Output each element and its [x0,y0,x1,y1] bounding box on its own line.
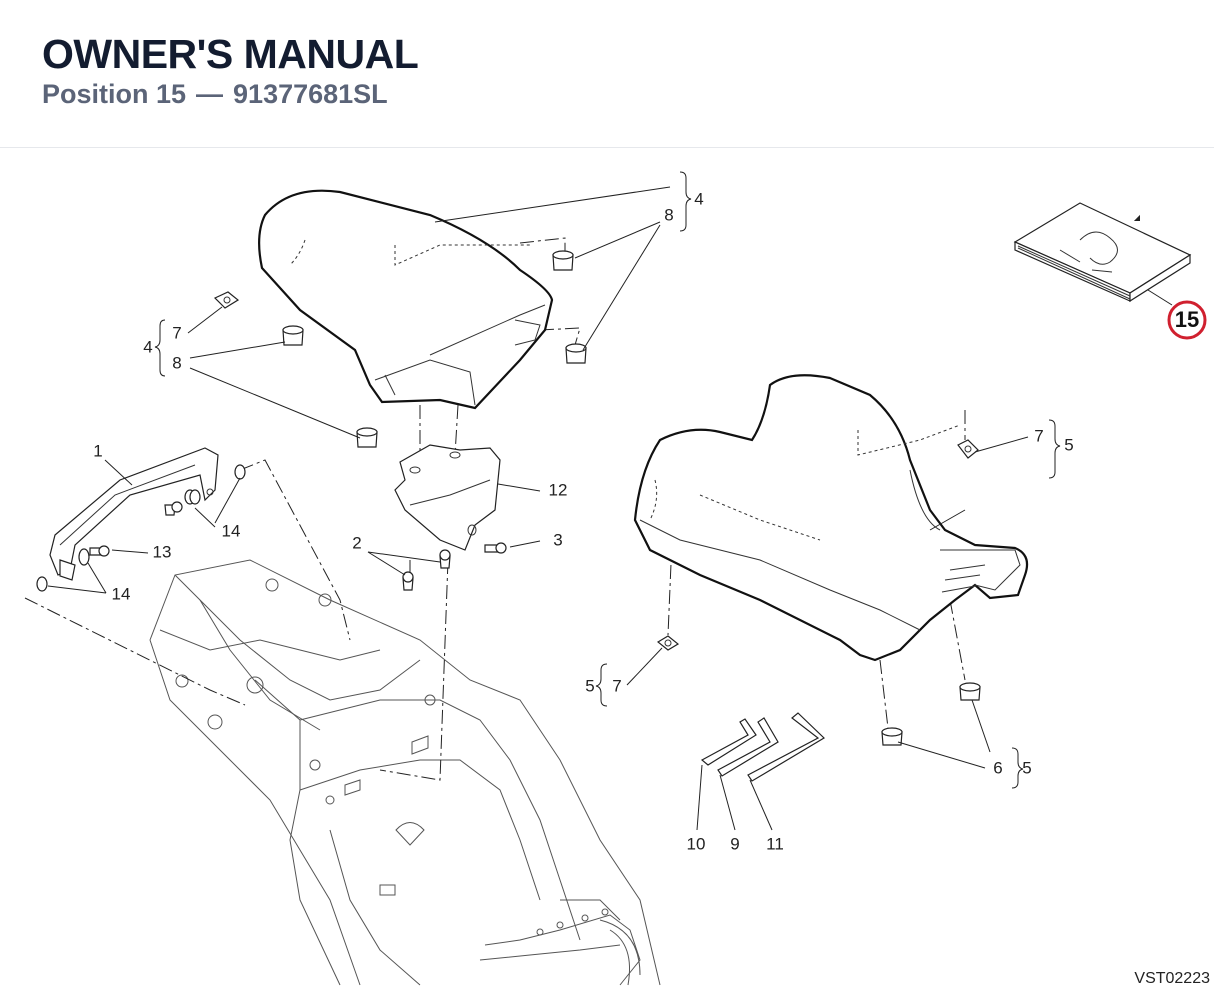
rider-seat [633,374,1029,662]
callout-12: 12 [549,480,568,499]
callout-7-right: 7 [1034,426,1043,445]
callout-15: 15 [1175,307,1199,332]
callout-13: 13 [153,542,172,561]
callout-5-right: 5 [1064,435,1073,454]
booklet-brand-mark: ◢ [1134,213,1141,222]
highlight-ring-15 [1167,300,1207,340]
callout-9: 9 [730,834,739,853]
part-number: 91377681SL [233,79,388,109]
braces [154,171,1061,789]
passenger-seat [258,189,554,410]
callout-1: 1 [93,441,102,460]
callout-2: 2 [352,533,361,552]
callout-4-left: 4 [143,337,152,356]
callout-11: 11 [766,834,784,853]
grab-handle [49,447,219,581]
callout-8-top: 8 [664,205,673,224]
callout-5-bottom: 5 [1022,758,1031,777]
callout-4-top: 4 [694,189,703,208]
callout-14-upper: 14 [222,521,241,540]
page-subtitle: Position 15 — 91377681SL [42,78,388,110]
callout-5-left: 5 [585,676,594,695]
hardware [36,250,981,746]
motorcycle-frame [149,559,661,986]
owners-manual-booklet: ◢ [1013,202,1192,303]
callout-7-left: 7 [172,323,181,342]
bracket [394,444,501,551]
callout-7-bottom: 7 [612,676,621,695]
callout-8-left: 8 [172,353,181,372]
callout-14-lower: 14 [112,584,131,603]
assembly-lines [24,237,966,781]
position-label: Position 15 [42,79,187,109]
page-header: OWNER'S MANUAL Position 15 — 91377681SL [0,0,1214,148]
callout-10: 10 [687,834,706,853]
hex-keys [700,712,825,782]
callout-3: 3 [553,530,562,549]
page-title: OWNER'S MANUAL [42,31,419,77]
drawing-code: VST02223 [1134,970,1210,987]
callout-6: 6 [993,758,1002,777]
leader-lines [47,186,1173,831]
subtitle-separator: — [196,79,224,109]
callout-labels: 1 2 3 4 4 5 5 5 6 7 7 7 8 8 9 10 11 12 1… [93,189,1073,853]
